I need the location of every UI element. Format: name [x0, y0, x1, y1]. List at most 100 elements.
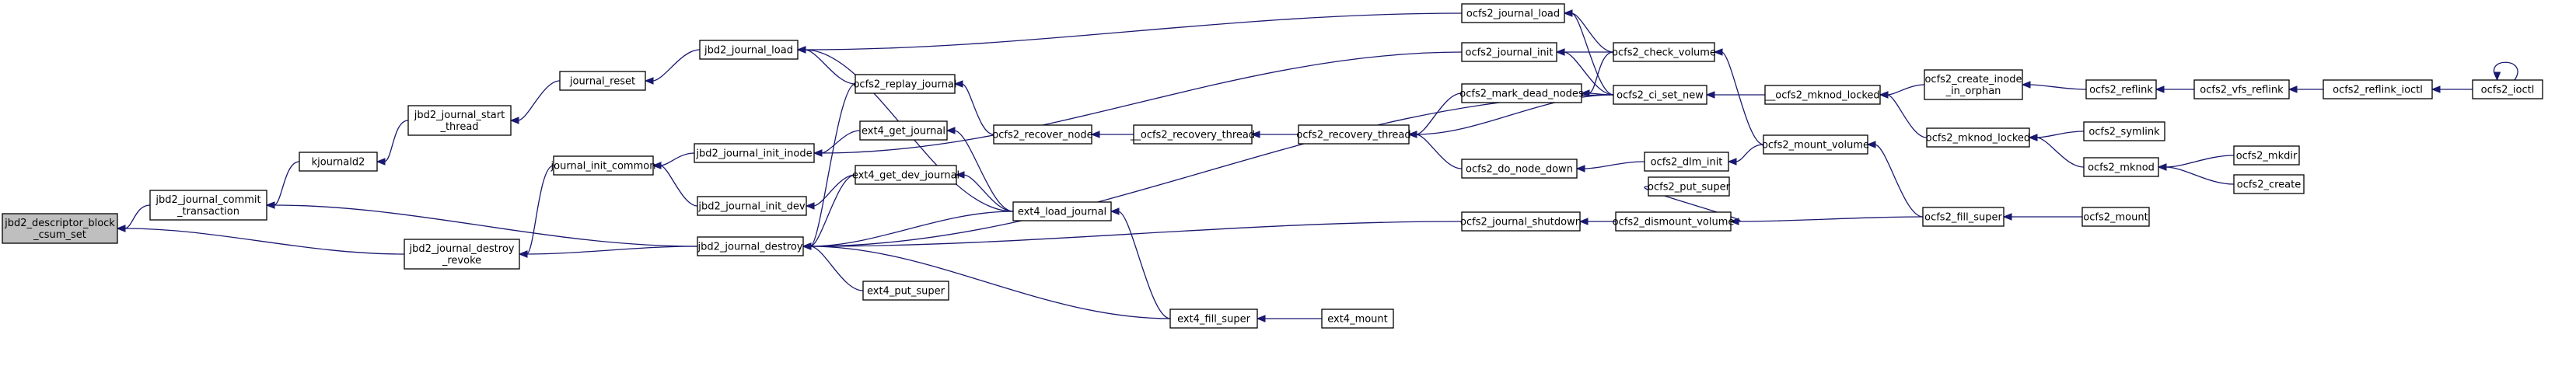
node-box [407, 105, 512, 136]
arrowhead [1407, 131, 1417, 138]
node-box [1926, 127, 2030, 148]
node-recovery_thread[interactable]: ocfs2_recovery_thread [1296, 124, 1411, 145]
node-jbd2_load[interactable]: jbd2_journal_load [699, 40, 799, 60]
node-label: ocfs2_mkdir [2236, 151, 2298, 162]
node-ext4_mount[interactable]: ext4_mount [1321, 309, 1394, 329]
node-box [149, 190, 267, 221]
node-box [1012, 201, 1112, 221]
node-ext4_fill[interactable]: ext4_fill_super [1169, 309, 1258, 329]
node-kjournald2[interactable]: kjournald2 [299, 152, 378, 172]
node-mark_dead[interactable]: ocfs2_mark_dead_nodes [1459, 83, 1584, 103]
node-label: ocfs2_put_super [1648, 182, 1731, 193]
edge-dismount-to-ocfs2_shutdown [1578, 218, 1616, 225]
edge-dlm_init-to-node_down [1575, 161, 1645, 173]
node-destroy_revoke[interactable]: jbd2_journal_destroy_revoke [404, 239, 520, 270]
node-node_down[interactable]: ocfs2_do_node_down [1461, 159, 1578, 179]
node-ext4_get_journal[interactable]: ext4_get_journal [859, 120, 948, 141]
node-label: ocfs2_vfs_reflink [2200, 85, 2284, 96]
arrowhead [802, 242, 812, 250]
node-create_orphan[interactable]: ocfs2_create_inode_in_orphan [1924, 69, 2023, 100]
node-ocfs2_shutdown[interactable]: ocfs2_journal_shutdown [1460, 211, 1582, 232]
node-ext4_get_dev[interactable]: ext4_get_dev_journal [852, 165, 959, 185]
node-box [404, 239, 520, 270]
node-label: ocfs2_create_inode [1924, 74, 2022, 85]
node-fill_super[interactable]: ocfs2_fill_super [1922, 207, 2005, 227]
node-mount[interactable]: ocfs2_mount [2081, 207, 2150, 227]
node-__mknod_locked[interactable]: __ocfs2_mknod_locked [1764, 85, 1881, 105]
edge-mknod-to-mknod_locked [2028, 134, 2085, 168]
node-__recovery_thread[interactable]: __ocfs2_recovery_thread [1130, 124, 1255, 145]
node-replay[interactable]: ocfs2_replay_journal [853, 74, 957, 94]
arrowhead [1713, 48, 1723, 56]
node-dlm_init[interactable]: ocfs2_dlm_init [1644, 152, 1729, 172]
node-check_volume[interactable]: ocfs2_check_volume [1612, 42, 1716, 62]
node-init_dev[interactable]: jbd2_journal_init_dev [697, 196, 807, 216]
node-label: ocfs2_journal_shutdown [1460, 217, 1582, 228]
node-box [2193, 79, 2290, 99]
node-label: jbd2_journal_destroy [697, 242, 803, 253]
edge-journal_reset-to-start_thread [509, 80, 561, 124]
node-box [553, 155, 654, 176]
node-label: journal_reset [569, 76, 635, 88]
node-reflink_ioctl[interactable]: ocfs2_reflink_ioctl [2323, 79, 2433, 99]
node-ext4_load[interactable]: ext4_load_journal [1012, 201, 1112, 221]
node-start_thread[interactable]: jbd2_journal_start_thread [407, 105, 512, 136]
edge-ext4_load-to-jbd2_destroy [802, 211, 1014, 250]
node-label: ocfs2_reflink [2089, 85, 2153, 96]
edge-ext4_load-to-ext4_get_journal [945, 127, 1014, 212]
node-commit[interactable]: jbd2_journal_commit_transaction [149, 190, 267, 221]
node-layer: jbd2_descriptor_block_csum_set jbd2_journ… [2, 3, 2543, 329]
node-jbd2_destroy[interactable]: jbd2_journal_destroy [697, 236, 804, 256]
node-label: ocfs2_mount_volume [1762, 140, 1869, 152]
edge-ext4_fill-to-ext4_load [1110, 207, 1171, 319]
node-vfs_reflink[interactable]: ocfs2_vfs_reflink [2193, 79, 2290, 99]
edge-mount_volume-to-dlm_init [1727, 144, 1764, 166]
arrowhead [1580, 89, 1590, 97]
node-mknod_locked[interactable]: ocfs2_mknod_locked [1926, 127, 2030, 148]
arrowhead [953, 80, 963, 88]
node-init_inode[interactable]: jbd2_journal_init_inode [694, 143, 815, 163]
node-init_common[interactable]: journal_init_common [551, 155, 656, 176]
edge-ext4_get_dev-to-init_dev [805, 174, 856, 210]
node-descriptor[interactable]: jbd2_descriptor_block_csum_set [2, 213, 118, 244]
edge-replay-to-jbd2_destroy [802, 83, 856, 250]
node-symlink[interactable]: ocfs2_symlink [2083, 121, 2165, 141]
node-label: ocfs2_mknod [2088, 162, 2155, 174]
node-ext4_put_super[interactable]: ext4_put_super [862, 281, 949, 301]
node-label: ocfs2_dismount_volume [1613, 217, 1735, 228]
node-put_super[interactable]: ocfs2_put_super [1648, 176, 1731, 197]
node-recover_node[interactable]: ocfs2_recover_node [992, 124, 1093, 145]
edge-ci_set_new-to-recovery_thread [1407, 94, 1614, 138]
edge-ext4_put_super-to-jbd2_destroy [802, 242, 864, 291]
node-mount_volume[interactable]: ocfs2_mount_volume [1762, 134, 1869, 155]
node-ci_set_new[interactable]: ocfs2_ci_set_new [1613, 85, 1707, 105]
edge-ext4_get_dev-to-jbd2_destroy [802, 174, 856, 250]
node-box [855, 74, 956, 94]
node-mkdir[interactable]: ocfs2_mkdir [2233, 145, 2300, 166]
node-box [993, 124, 1092, 145]
arrowhead [2028, 134, 2038, 141]
node-create[interactable]: ocfs2_create [2233, 174, 2305, 194]
node-dismount[interactable]: ocfs2_dismount_volume [1613, 211, 1735, 232]
edge-jbd2_destroy-to-destroy_revoke [518, 246, 698, 258]
node-ioctl[interactable]: ocfs2_ioctl [2472, 79, 2543, 99]
arrowhead [1110, 207, 1120, 215]
node-reflink[interactable]: ocfs2_reflink [2085, 79, 2157, 99]
edge-ext4_fill-to-jbd2_destroy [802, 242, 1171, 319]
node-ocfs2_load[interactable]: ocfs2_journal_load [1461, 3, 1565, 23]
edge-jbd2_destroy-to-commit [265, 201, 698, 247]
node-journal_reset[interactable]: journal_reset [559, 71, 646, 91]
node-mknod[interactable]: ocfs2_mknod [2083, 157, 2159, 177]
arrowhead [1256, 315, 1266, 322]
arrowhead [796, 46, 806, 54]
node-label: ocfs2_do_node_down [1466, 164, 1573, 176]
node-ocfs2_init[interactable]: ocfs2_journal_init [1461, 42, 1557, 62]
edge-start_thread-to-kjournald2 [376, 120, 409, 166]
node-label: ocfs2_symlink [2088, 127, 2160, 138]
edge-ext4_mount-to-ext4_fill [1256, 315, 1322, 322]
arrowhead [2155, 85, 2165, 93]
node-label: jbd2_journal_init_dev [697, 201, 805, 213]
node-label: ext4_load_journal [1018, 207, 1106, 218]
node-label: _thread [439, 121, 478, 133]
edge-ioctl-to-reflink_ioctl [2431, 85, 2473, 93]
